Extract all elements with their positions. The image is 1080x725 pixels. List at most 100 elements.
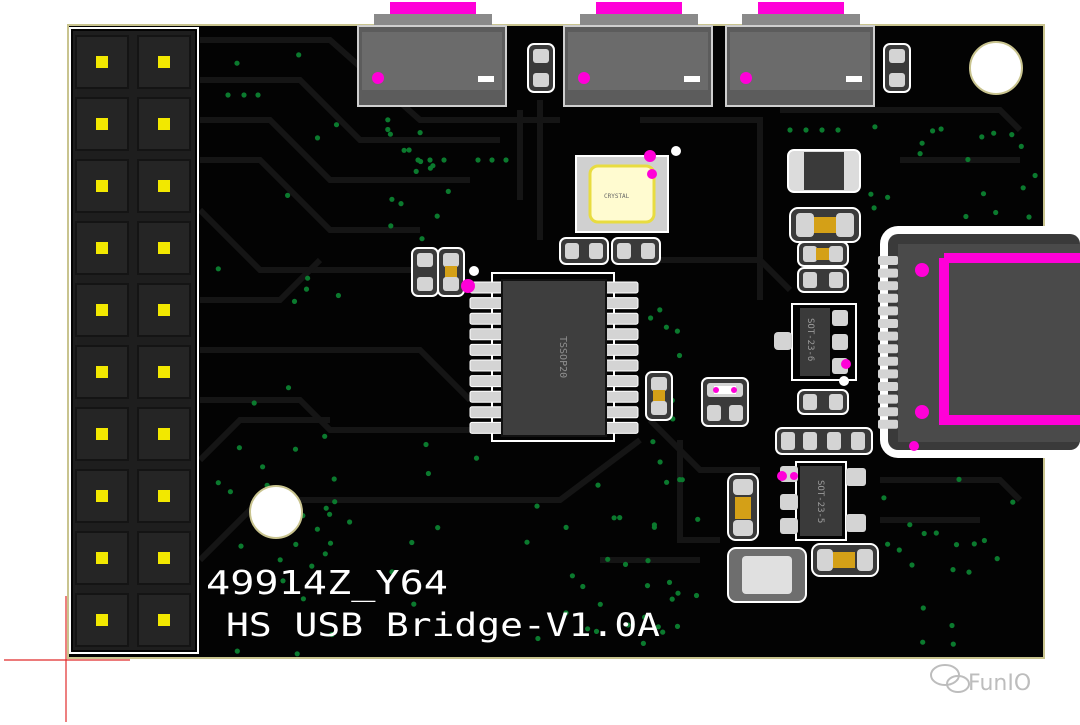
via [1020, 185, 1026, 191]
via [611, 515, 617, 521]
via [657, 307, 663, 313]
via [669, 596, 675, 602]
ic-pin-left [469, 406, 505, 419]
ic-pin-left [469, 421, 505, 434]
usb-pin [878, 306, 898, 316]
via [234, 648, 240, 654]
via [909, 562, 915, 568]
usb-pin [878, 293, 898, 303]
via [329, 631, 335, 638]
resistor-r5 [797, 267, 849, 293]
via [296, 52, 302, 58]
via [819, 127, 825, 133]
via [585, 626, 591, 632]
via [503, 157, 509, 163]
via [674, 623, 681, 630]
header-pin [75, 531, 129, 585]
via [664, 479, 670, 485]
via [292, 446, 299, 452]
via [971, 541, 977, 547]
via [389, 569, 395, 575]
via [417, 130, 423, 136]
via [605, 556, 611, 562]
via [595, 482, 601, 488]
ic-pin-right [603, 390, 639, 403]
via [322, 551, 328, 557]
via [956, 476, 962, 482]
ic-pin-right [603, 375, 639, 388]
header-pin [137, 283, 191, 337]
mounting-hole-top [969, 41, 1023, 95]
header-pin [75, 97, 129, 151]
ic-pin-left [469, 312, 505, 325]
via [871, 205, 877, 211]
usb-pin [878, 281, 898, 291]
pin-header [69, 27, 199, 654]
via [415, 157, 421, 163]
via [303, 286, 310, 292]
via [277, 557, 283, 563]
via [953, 542, 960, 548]
tact-switch-3 [725, 2, 875, 107]
watermark: FunIO [930, 664, 1031, 696]
via [327, 511, 333, 517]
usb-pin [878, 356, 898, 366]
via [215, 266, 221, 272]
via [225, 92, 231, 98]
header-pin [75, 593, 129, 647]
oscillator-marking: CRYSTAL [604, 193, 630, 200]
via [593, 628, 600, 635]
via [280, 578, 286, 584]
via [475, 157, 481, 163]
via [332, 499, 338, 505]
header-pin [137, 345, 191, 399]
via [227, 489, 233, 495]
ic-pin-right [603, 421, 639, 434]
via [291, 298, 298, 304]
via [693, 592, 700, 599]
header-pin [137, 531, 191, 585]
via [563, 524, 569, 531]
via [388, 223, 394, 229]
ic-pin-right [603, 281, 639, 294]
via [309, 563, 315, 569]
watermark-text: FunIO [968, 671, 1031, 696]
via [569, 573, 576, 579]
via [435, 525, 441, 531]
via [993, 209, 999, 216]
via [642, 614, 648, 620]
resistor-r3 [411, 247, 439, 297]
via [260, 464, 266, 470]
via [645, 558, 651, 564]
inductor-l1 [787, 149, 861, 193]
via [251, 400, 257, 406]
via [445, 188, 451, 194]
header-pin [75, 159, 129, 213]
via [881, 495, 887, 501]
resistor-r2 [883, 43, 911, 93]
via [347, 519, 353, 525]
via [803, 127, 809, 133]
ic-pin-left [469, 297, 505, 310]
ic-pin-left [469, 375, 505, 388]
via [524, 539, 530, 545]
via [423, 441, 429, 448]
via [333, 122, 340, 128]
via [640, 640, 647, 647]
header-pin [75, 469, 129, 523]
via [787, 127, 793, 133]
pin-header-outline [69, 27, 199, 654]
via [534, 503, 540, 509]
via [285, 385, 292, 391]
capacitor-c4 [645, 371, 673, 421]
via [234, 60, 240, 66]
usb-pin [878, 344, 898, 354]
ic-pin-left [469, 343, 505, 356]
wechat-icon [930, 664, 970, 693]
via [293, 541, 299, 548]
vias [215, 52, 1038, 657]
small-ic-label: SOT-23-6 [805, 318, 815, 361]
usb-pin [878, 331, 898, 341]
usb-pin [878, 268, 898, 278]
